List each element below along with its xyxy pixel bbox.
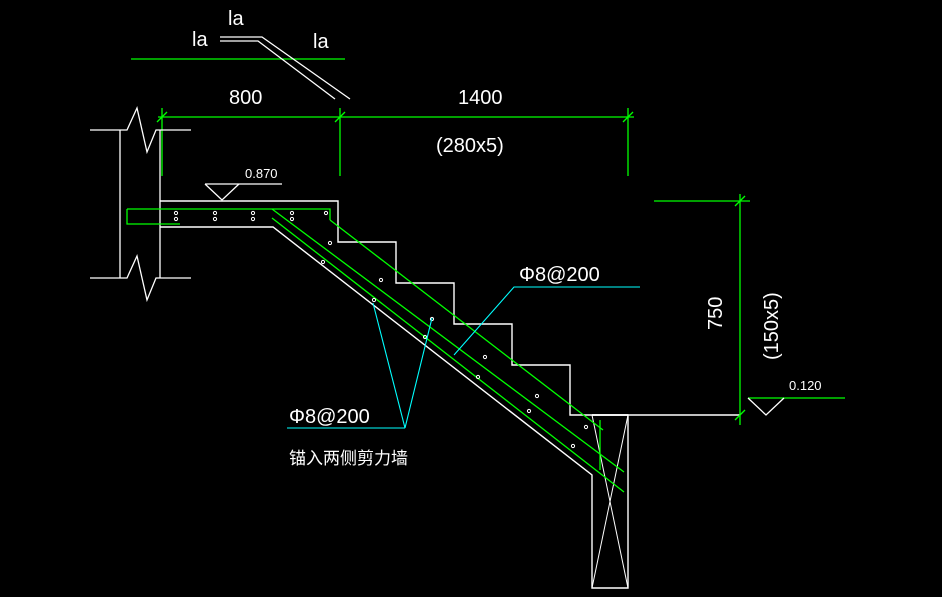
elevation-upper-value: 0.870 <box>245 166 278 181</box>
anchor-bar-lower <box>220 40 336 100</box>
dim-tick-bottom <box>734 409 746 421</box>
landing-bottom-bar <box>126 209 180 225</box>
note-tie-bar: Φ8@200 <box>289 406 370 428</box>
horizontal-dimensions: 800 1400 (280x5) <box>156 87 634 176</box>
wall-break-top <box>90 105 191 155</box>
landing-top-bar <box>127 208 331 220</box>
leader-main-bar <box>453 286 640 356</box>
dist-bar <box>429 316 435 322</box>
dist-bar <box>323 210 329 216</box>
dim-rise-height: 750 <box>705 297 727 330</box>
note-main-bar: Φ8@200 <box>519 264 600 286</box>
dist-bar <box>371 297 377 303</box>
dim-tick-left <box>156 111 168 123</box>
dist-bar <box>482 354 488 360</box>
dist-bar <box>212 210 218 216</box>
anchor-label-left: la <box>192 29 208 51</box>
dist-bar <box>422 334 428 340</box>
note-tie-anchor: 锚入两侧剪力墙 <box>289 449 408 469</box>
elevation-lower-value: 0.120 <box>789 378 822 393</box>
slope-top-bar <box>271 208 625 473</box>
stair-concrete <box>160 200 740 589</box>
left-wall <box>90 105 191 303</box>
dist-bar <box>173 216 179 222</box>
stair-rebar <box>126 208 625 493</box>
dist-bar <box>289 210 295 216</box>
beam-hatch-2 <box>591 414 629 589</box>
anchor-label-top: la <box>228 8 244 30</box>
dist-bar <box>526 408 532 414</box>
anchor-length-sketch: la la la <box>131 8 351 100</box>
dim-tick-mid <box>334 111 346 123</box>
wall-break-bottom <box>90 253 191 303</box>
dim-tick-right <box>622 111 634 123</box>
dist-bar <box>378 277 384 283</box>
dist-bar <box>570 443 576 449</box>
dist-bar <box>250 210 256 216</box>
dist-bar <box>289 216 295 222</box>
dim-rise-breakdown: (150x5) <box>761 292 783 360</box>
dim-landing-width: 800 <box>229 87 262 109</box>
dist-bar <box>327 240 333 246</box>
dist-bar <box>173 210 179 216</box>
dist-bar <box>212 216 218 222</box>
elevation-mark-lower: 0.120 <box>747 378 845 416</box>
rebar-leaders: Φ8@200 Φ8@200 锚入两侧剪力墙 <box>287 264 640 469</box>
dim-run-breakdown: (280x5) <box>436 135 504 157</box>
dim-tick-top <box>734 195 746 207</box>
dim-run-width: 1400 <box>458 87 503 109</box>
anchor-bar-upper <box>220 36 351 100</box>
elevation-mark-upper: 0.870 <box>204 166 282 201</box>
dist-bar <box>583 424 589 430</box>
dist-bar <box>250 216 256 222</box>
dist-bar <box>534 393 540 399</box>
dist-bar <box>320 259 326 265</box>
dist-bar <box>475 374 481 380</box>
slope-upper-bar <box>329 219 604 431</box>
stair-outline <box>160 200 629 589</box>
anchor-label-right: la <box>313 31 329 53</box>
distribution-bars <box>173 210 589 449</box>
slope-bottom-bar <box>271 217 625 493</box>
vertical-dimension: 750 (150x5) <box>654 194 783 425</box>
